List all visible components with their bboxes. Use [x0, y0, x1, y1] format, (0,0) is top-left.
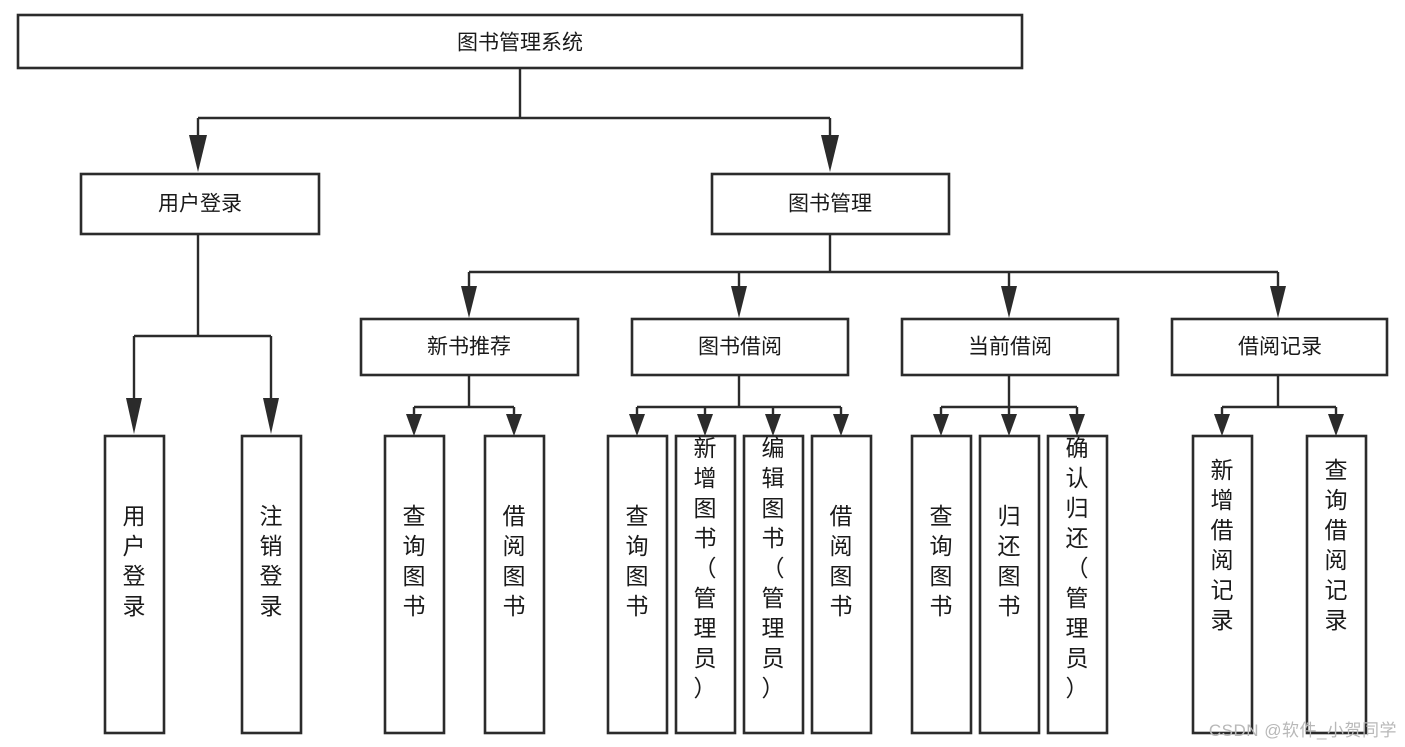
node-leaf-query-book-1-box[interactable] [383, 434, 446, 735]
node-leaf-edit-book-label: 编辑图书（管理员） [762, 435, 785, 701]
connector-group-borrow-record [1214, 375, 1344, 436]
arrow-head-leaf-edit-book [765, 414, 781, 436]
node-root-label: 图书管理系统 [457, 32, 583, 55]
node-borrow-record-box[interactable] [1170, 317, 1389, 377]
csdn-watermark: CSDN @软件_小贺同学 [1208, 721, 1397, 740]
arrow-head-leaf-query-book-3 [933, 414, 949, 436]
node-current-borrow-label: 当前借阅 [968, 336, 1052, 359]
node-new-book-recommend-label: 新书推荐 [427, 336, 511, 359]
node-leaf-return-book[interactable]: 归还图书 [978, 434, 1041, 735]
node-leaf-user-login[interactable]: 用户登录 [103, 434, 166, 735]
connector-group-root [189, 68, 839, 172]
node-leaf-query-book-3[interactable]: 查询图书 [910, 434, 973, 735]
arrow-head-borrow-record [1270, 286, 1286, 318]
node-leaf-query-book-2[interactable]: 查询图书 [606, 434, 669, 735]
node-leaf-query-book-2-label: 查询图书 [626, 503, 649, 619]
node-leaf-user-login-box[interactable] [103, 434, 166, 735]
node-new-book-recommend[interactable]: 新书推荐 [359, 317, 580, 377]
node-leaf-borrow-book-1[interactable]: 借阅图书 [483, 434, 546, 735]
node-user-login[interactable]: 用户登录 [79, 172, 321, 236]
node-leaf-borrow-book-2-label: 借阅图书 [830, 503, 853, 619]
arrow-head-book-management [821, 135, 839, 172]
node-book-management-label: 图书管理 [788, 193, 872, 216]
node-current-borrow[interactable]: 当前借阅 [900, 317, 1120, 377]
node-root[interactable]: 图书管理系统 [16, 13, 1024, 70]
arrow-head-leaf-return-book [1001, 414, 1017, 436]
node-leaf-query-record-label: 查询借阅记录 [1325, 457, 1348, 633]
node-book-management-box[interactable] [710, 172, 951, 236]
node-leaf-add-record-label: 新增借阅记录 [1211, 457, 1234, 633]
node-leaf-add-record-box[interactable] [1191, 434, 1254, 735]
node-leaf-confirm-return-label: 确认归还（管理员） [1066, 435, 1089, 701]
node-borrow-record-label: 借阅记录 [1238, 336, 1322, 359]
node-leaf-query-book-2-box[interactable] [606, 434, 669, 735]
node-user-login-label: 用户登录 [158, 193, 242, 216]
node-leaf-add-book-box[interactable] [674, 434, 737, 735]
node-leaf-add-book-label: 新增图书（管理员） [694, 435, 717, 701]
node-leaf-query-book-3-label: 查询图书 [930, 503, 953, 619]
node-leaf-borrow-book-1-box[interactable] [483, 434, 546, 735]
node-new-book-recommend-box[interactable] [359, 317, 580, 377]
arrow-head-leaf-borrow-book-2 [833, 414, 849, 436]
node-book-management[interactable]: 图书管理 [710, 172, 951, 236]
arrow-head-book-borrow [731, 286, 747, 318]
arrow-head-current-borrow [1001, 286, 1017, 318]
node-leaf-query-book-1-label: 查询图书 [403, 503, 426, 619]
arrow-head-leaf-add-book [697, 414, 713, 436]
node-book-borrow[interactable]: 图书借阅 [630, 317, 850, 377]
node-leaf-query-book-3-box[interactable] [910, 434, 973, 735]
node-leaf-query-record[interactable]: 查询借阅记录 [1305, 434, 1368, 735]
arrow-head-leaf-user-login [126, 398, 142, 434]
arrow-head-leaf-query-book-2 [629, 414, 645, 436]
arrow-head-leaf-logout [263, 398, 279, 434]
connector-group-user-login [126, 234, 279, 434]
node-leaf-logout-box[interactable] [240, 434, 303, 735]
node-leaf-confirm-return[interactable]: 确认归还（管理员） [1046, 434, 1109, 735]
arrow-head-leaf-query-record [1328, 414, 1344, 436]
arrow-head-leaf-borrow-book-1 [506, 414, 522, 436]
node-leaf-return-book-box[interactable] [978, 434, 1041, 735]
node-leaf-user-login-label: 用户登录 [123, 503, 146, 619]
node-leaf-borrow-book-1-label: 借阅图书 [503, 503, 526, 619]
node-current-borrow-box[interactable] [900, 317, 1120, 377]
connector-group-new-book-recommend [406, 375, 522, 436]
arrow-head-leaf-query-book-1 [406, 414, 422, 436]
arrow-head-user-login [189, 135, 207, 172]
node-leaf-add-record[interactable]: 新增借阅记录 [1191, 434, 1254, 735]
node-leaf-query-book-1[interactable]: 查询图书 [383, 434, 446, 735]
connector-group-book-management [461, 234, 1286, 318]
node-leaf-borrow-book-2-box[interactable] [810, 434, 873, 735]
node-leaf-logout-label: 注销登录 [260, 503, 283, 619]
node-leaf-logout[interactable]: 注销登录 [240, 434, 303, 735]
node-leaf-return-book-label: 归还图书 [998, 503, 1021, 619]
node-leaf-confirm-return-box[interactable] [1046, 434, 1109, 735]
node-leaf-query-record-box[interactable] [1305, 434, 1368, 735]
arrow-head-new-book-recommend [461, 286, 477, 318]
connector-group-current-borrow [933, 375, 1085, 436]
node-borrow-record[interactable]: 借阅记录 [1170, 317, 1389, 377]
node-book-borrow-label: 图书借阅 [698, 336, 782, 359]
node-leaf-edit-book-box[interactable] [742, 434, 805, 735]
node-book-borrow-box[interactable] [630, 317, 850, 377]
connector-group-book-borrow [629, 375, 849, 436]
node-leaf-borrow-book-2[interactable]: 借阅图书 [810, 434, 873, 735]
arrow-head-leaf-confirm-return [1069, 414, 1085, 436]
node-root-box[interactable] [16, 13, 1024, 70]
arrow-head-leaf-add-record [1214, 414, 1230, 436]
node-leaf-add-book[interactable]: 新增图书（管理员） [674, 434, 737, 735]
node-leaf-edit-book[interactable]: 编辑图书（管理员） [742, 434, 805, 735]
node-user-login-box[interactable] [79, 172, 321, 236]
